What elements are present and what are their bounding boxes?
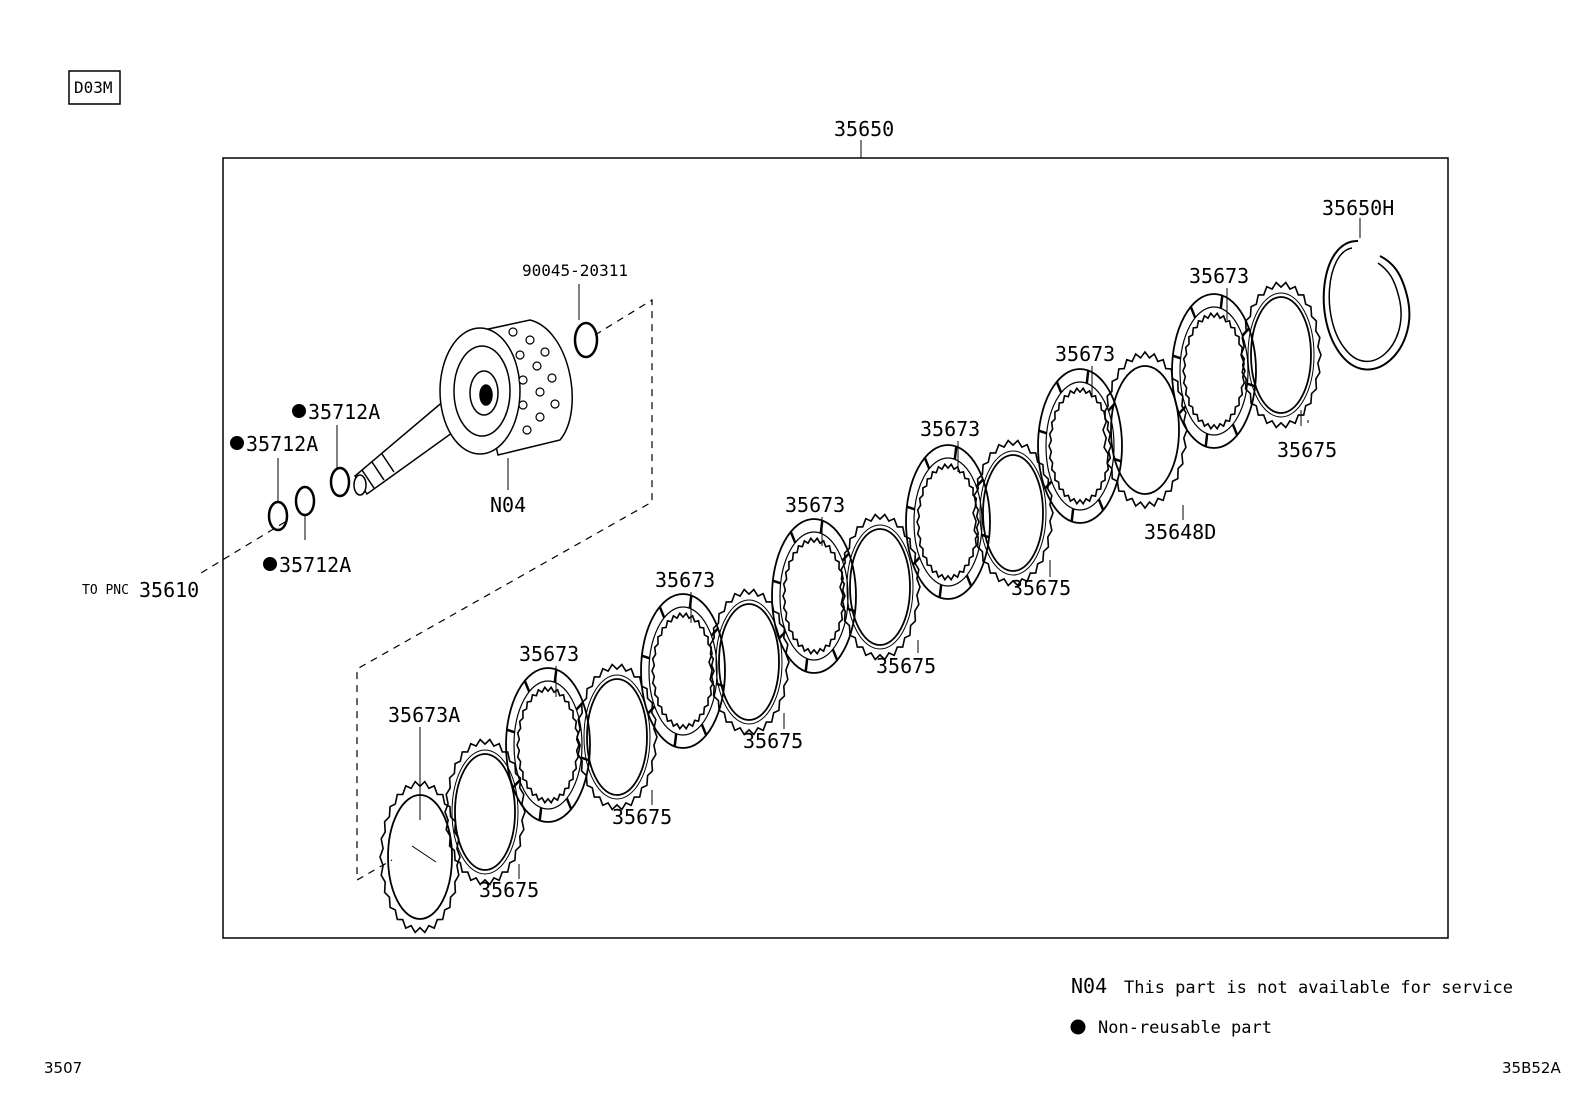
seal-label-3[interactable]: 35712A (263, 553, 351, 577)
to-pnc-number[interactable]: 35610 (139, 578, 199, 602)
label-35650H[interactable]: 35650H (1322, 196, 1394, 220)
label-35675-5[interactable]: 35675 (1011, 576, 1071, 600)
label-35673A[interactable]: 35673A (388, 703, 460, 727)
group-frame (222, 157, 1449, 939)
seal-ring-3[interactable] (267, 500, 289, 532)
legend: N04 This part is not available for servi… (1070, 974, 1513, 1038)
flange-plate[interactable] (1102, 350, 1188, 510)
dashed-outline (195, 298, 653, 882)
steel-plate-5[interactable] (972, 439, 1054, 587)
clutch-disc-6[interactable] (1171, 293, 1257, 449)
clutch-disc-3[interactable] (771, 518, 857, 674)
label-35648D[interactable]: 35648D (1144, 520, 1216, 544)
legend-n04-text: This part is not available for service (1124, 978, 1513, 998)
label-35673-5[interactable]: 35673 (1055, 342, 1115, 366)
legend-nonreusable-text: Non-reusable part (1098, 1018, 1272, 1038)
label-35673-6[interactable]: 35673 (1189, 264, 1249, 288)
label-35675-2[interactable]: 35675 (612, 805, 672, 829)
group-label[interactable]: 35650 (834, 117, 894, 141)
footer-left: 3507 (44, 1059, 82, 1077)
clutch-drum-hub[interactable] (353, 319, 573, 496)
clutch-pack (379, 239, 1411, 934)
snap-ring-small[interactable] (573, 321, 599, 359)
seal-ring-1[interactable] (329, 466, 351, 498)
svg-text:35712A: 35712A (279, 553, 351, 577)
leader-lines (419, 218, 1361, 879)
seal-ring-2[interactable] (294, 485, 316, 517)
seal-label-2[interactable]: 35712A (230, 432, 318, 456)
to-pnc-prefix: TO PNC (82, 583, 129, 598)
nonreusable-dot-icon (1070, 1019, 1086, 1035)
diagram-code: D03M (68, 70, 121, 105)
steel-plate-6[interactable] (1240, 281, 1322, 429)
legend-n04-code: N04 (1071, 974, 1107, 998)
seal-label-1[interactable]: 35712A (292, 400, 380, 424)
diagram-code-text: D03M (74, 78, 113, 97)
steel-plate-4[interactable] (839, 513, 921, 661)
bolt-label[interactable]: 90045-20311 (522, 261, 628, 280)
label-35673-4[interactable]: 35673 (920, 417, 980, 441)
label-35675-6[interactable]: 35675 (1277, 438, 1337, 462)
label-35673-2[interactable]: 35673 (655, 568, 715, 592)
hub-label[interactable]: N04 (490, 493, 526, 517)
clutch-disc-5[interactable] (1037, 368, 1123, 524)
steel-plate-1[interactable] (444, 738, 526, 886)
clutch-disc-4[interactable] (905, 444, 991, 600)
label-35675-3[interactable]: 35675 (743, 729, 803, 753)
steel-plate-2[interactable] (576, 663, 658, 811)
svg-text:35712A: 35712A (246, 432, 318, 456)
snap-ring-large[interactable] (1322, 239, 1411, 371)
steel-plate-3[interactable] (708, 588, 790, 736)
label-35675-1[interactable]: 35675 (479, 878, 539, 902)
label-35675-4[interactable]: 35675 (876, 654, 936, 678)
label-35673-3[interactable]: 35673 (785, 493, 845, 517)
label-35673-1[interactable]: 35673 (519, 642, 579, 666)
svg-text:35712A: 35712A (308, 400, 380, 424)
footer-right: 35B52A (1502, 1059, 1561, 1077)
clutch-disc-1[interactable] (505, 667, 591, 823)
